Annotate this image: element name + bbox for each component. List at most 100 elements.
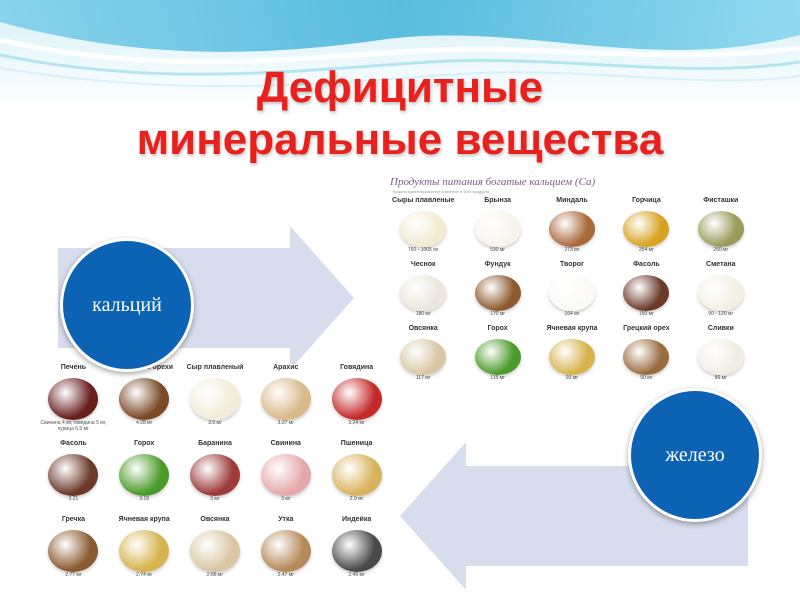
wheat-icon (331, 454, 382, 496)
food-value: 90 мг (640, 375, 653, 381)
garlic-icon (400, 275, 447, 311)
iron-food-item: Ячневая крупа 2.74 мг (109, 516, 180, 592)
pistachio-icon (697, 211, 744, 247)
food-name: Горох (487, 325, 508, 332)
food-value: 2.66 мг (206, 572, 224, 578)
wave-decoration (0, 0, 800, 110)
food-name: Грецкий орех (623, 325, 670, 332)
iron-circle: железо (628, 388, 762, 522)
food-name: Горох (134, 440, 155, 447)
food-value: 90 - 120 мг (708, 311, 734, 317)
processed-cheese-icon (189, 378, 240, 420)
food-value: 170 мг (490, 311, 506, 317)
liver-icon (48, 378, 99, 420)
food-name: Сыры плавленые (392, 197, 455, 204)
food-name: Творог (560, 261, 584, 268)
calcium-food-item: Брынза 530 мг (460, 197, 534, 261)
barley-icon (548, 339, 595, 375)
cottage-cheese-icon (548, 275, 595, 311)
food-name: Брынза (484, 197, 511, 204)
calcium-panel-subheading: Указано ориентировочное значение в 100г … (392, 189, 490, 194)
food-value: 273 мг (564, 247, 580, 253)
calcium-food-item: Чеснок 180 мг (386, 261, 460, 325)
food-name: Арахис (273, 364, 299, 371)
pork-icon (260, 454, 311, 496)
food-value: 3.6 мг (208, 420, 222, 426)
walnut-icon (623, 339, 670, 375)
food-value: 3.24 мг (348, 420, 365, 426)
oatmeal-icon (189, 530, 240, 572)
food-name: Гречка (61, 516, 85, 523)
food-name: Ячневая крупа (546, 325, 598, 332)
food-name: Пшеница (340, 440, 373, 447)
calcium-food-item: Овсянка 117 мг (386, 325, 460, 389)
food-name: Миндаль (556, 197, 588, 204)
turkey-icon (331, 530, 382, 572)
buckwheat-icon (48, 530, 99, 572)
food-name: Горчица (632, 197, 661, 204)
food-value: 3.21 (68, 496, 79, 502)
barley-icon (119, 530, 170, 572)
food-name: Говядина (340, 364, 374, 371)
hazelnut-icon (474, 275, 521, 311)
food-name: Сливки (707, 325, 734, 332)
food-value: 4.28 мг (136, 420, 153, 426)
food-name: Печень (60, 364, 87, 371)
beans-icon (623, 275, 670, 311)
calcium-food-item: Грецкий орех 90 мг (609, 325, 683, 389)
cream-icon (697, 339, 744, 375)
title-line-2: минеральные вещества (136, 115, 664, 164)
duck-icon (260, 530, 311, 572)
beans-icon (48, 454, 99, 496)
iron-food-item: Пшеница 2.9 мг (321, 440, 392, 516)
food-name: Индейка (341, 516, 372, 523)
food-value: 2.47 мг (277, 572, 294, 578)
food-note: Свинина 4 мг, говядина 5 мг, (40, 420, 107, 426)
food-value: 760 - 1005 мг (407, 247, 439, 253)
food-value: 117 мг (415, 375, 431, 381)
peas-icon (119, 454, 170, 496)
food-value: 180 мг (415, 311, 431, 317)
food-value: 150 мг (638, 311, 654, 317)
sour-cream-icon (697, 275, 744, 311)
food-value: 2.74 мг (136, 572, 153, 578)
food-value: 530 мг (490, 247, 506, 253)
calcium-foods-grid: Сыры плавленые 760 - 1005 мг Брынза 530 мг М… (386, 197, 758, 389)
lamb-icon (189, 454, 240, 496)
title-line-1: Дефицитные (256, 63, 544, 112)
food-value: 254 мг (638, 247, 654, 253)
mustard-icon (623, 211, 670, 247)
food-name: Баранина (198, 440, 232, 447)
food-name: Свинина (270, 440, 301, 447)
calcium-food-item: Сыры плавленые 760 - 1005 мг (386, 197, 460, 261)
food-value: 164 мг (564, 311, 580, 317)
food-name: Чеснок (410, 261, 436, 268)
food-name: Овсянка (408, 325, 438, 332)
calcium-label: кальций (92, 293, 162, 316)
food-name: Овсянка (200, 516, 230, 523)
calcium-panel-heading: Продукты питания богатые кальцием (Са) (390, 176, 596, 188)
iron-food-item: Овсянка 2.66 мг (180, 516, 251, 592)
beef-icon (331, 378, 382, 420)
food-value: 250 мг (713, 247, 729, 253)
oatmeal-icon (400, 339, 447, 375)
calcium-food-item: Горчица 254 мг (609, 197, 683, 261)
food-name: Сыр плавленый (186, 364, 244, 371)
almond-icon (548, 211, 595, 247)
slide-title: Дефицитные минеральные вещества (0, 62, 800, 166)
food-name: Ячневая крупа (118, 516, 170, 523)
food-value: 2.9 мг (349, 496, 364, 502)
